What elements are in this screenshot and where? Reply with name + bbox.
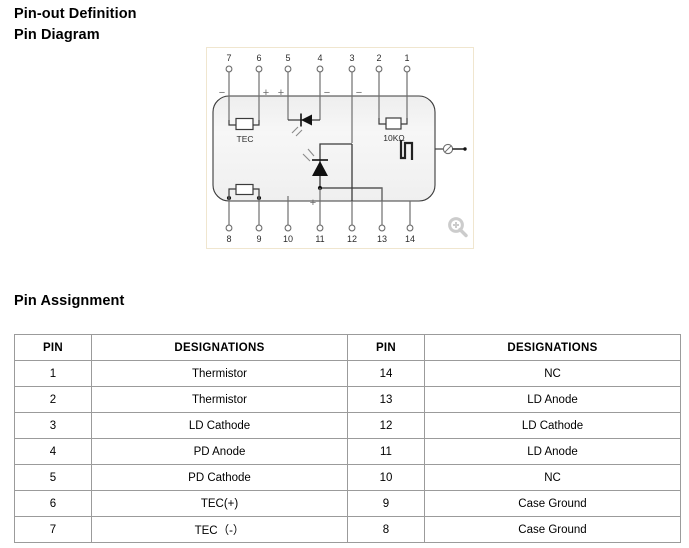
page-title-pinout-definition: Pin-out Definition <box>14 6 137 22</box>
cell-desg-right: NC <box>424 464 681 491</box>
case-ground-strap <box>226 183 262 201</box>
polarity-pin-6: + <box>263 87 269 99</box>
top-pin-dots <box>225 65 411 73</box>
col-header-pin-left: PIN <box>14 334 92 361</box>
col-header-desg-right: DESIGNATIONS <box>424 334 681 361</box>
pin-diagram-panel[interactable]: 7 6 5 4 3 2 1 − + + − − TEC <box>206 47 474 249</box>
table-row: 7 TEC（-） 8 Case Ground <box>14 516 681 543</box>
pin-number-13: 13 <box>377 234 387 244</box>
cell-pin-left: 1 <box>14 360 92 387</box>
pin-number-8: 8 <box>226 234 231 244</box>
pin-number-14: 14 <box>405 234 415 244</box>
cell-desg-left: TEC（-） <box>91 516 348 543</box>
cell-pin-left: 3 <box>14 412 92 439</box>
cell-desg-right: LD Anode <box>424 438 681 465</box>
bottom-pin-numbers: 8 9 10 11 12 13 14 <box>226 234 415 244</box>
top-pin-leads <box>228 70 408 143</box>
tec-label: TEC <box>237 134 254 144</box>
polarity-pin-11: + <box>310 197 316 209</box>
table-row: 6 TEC(+) 9 Case Ground <box>14 490 681 517</box>
polarity-pin-3: − <box>356 87 362 99</box>
pin-number-7: 7 <box>226 53 231 63</box>
pin-number-4: 4 <box>317 53 322 63</box>
thermistor-resistor-symbol <box>378 117 408 130</box>
cell-desg-left: Thermistor <box>91 386 348 413</box>
pin-number-9: 9 <box>256 234 261 244</box>
cell-desg-left: LD Cathode <box>91 412 348 439</box>
table-row: 5 PD Cathode 10 NC <box>14 464 681 491</box>
cell-desg-right: LD Anode <box>424 386 681 413</box>
cell-desg-left: PD Anode <box>91 438 348 465</box>
pin-number-5: 5 <box>285 53 290 63</box>
pin-assignment-table: PIN DESIGNATIONS PIN DESIGNATIONS 1 Ther… <box>14 334 681 543</box>
pin-number-1: 1 <box>404 53 409 63</box>
cell-pin-right: 11 <box>347 438 425 465</box>
cell-pin-right: 10 <box>347 464 425 491</box>
cell-pin-left: 7 <box>14 516 92 543</box>
table-row: 2 Thermistor 13 LD Anode <box>14 386 681 413</box>
table-header-row: PIN DESIGNATIONS PIN DESIGNATIONS <box>14 334 681 361</box>
cell-desg-right: Case Ground <box>424 516 681 543</box>
photodiode-light-arrows <box>291 126 303 137</box>
polarity-pin-5: + <box>278 87 284 99</box>
cell-pin-left: 5 <box>14 464 92 491</box>
laser-diode-light-arrows <box>302 148 315 162</box>
cell-desg-right: NC <box>424 360 681 387</box>
pin-number-12: 12 <box>347 234 357 244</box>
cell-pin-right: 8 <box>347 516 425 543</box>
cell-desg-left: TEC(+) <box>91 490 348 517</box>
cell-pin-left: 6 <box>14 490 92 517</box>
zoom-in-icon[interactable] <box>448 217 468 238</box>
cell-pin-left: 4 <box>14 438 92 465</box>
isolator-symbol <box>399 140 414 160</box>
cell-pin-right: 9 <box>347 490 425 517</box>
polarity-pin-7: − <box>219 87 225 99</box>
tec-resistor-symbol <box>228 117 260 131</box>
cell-pin-right: 13 <box>347 386 425 413</box>
cell-desg-right: LD Cathode <box>424 412 681 439</box>
cell-desg-left: Thermistor <box>91 360 348 387</box>
table-row: 1 Thermistor 14 NC <box>14 360 681 387</box>
cell-pin-left: 2 <box>14 386 92 413</box>
polarity-pin-4: − <box>324 87 330 99</box>
bottom-pin-leads <box>228 188 411 226</box>
polarity-marks-top: − + + − − <box>219 87 362 99</box>
cell-desg-left: PD Cathode <box>91 464 348 491</box>
pin-number-3: 3 <box>349 53 354 63</box>
cell-desg-right: Case Ground <box>424 490 681 517</box>
section-title-pin-assignment: Pin Assignment <box>14 293 125 309</box>
table-row: 4 PD Anode 11 LD Anode <box>14 438 681 465</box>
cell-pin-right: 14 <box>347 360 425 387</box>
section-title-pin-diagram: Pin Diagram <box>14 27 100 43</box>
photodiode-symbol <box>288 113 320 137</box>
pin-diagram-graphic: 7 6 5 4 3 2 1 − + + − − TEC <box>212 53 468 244</box>
laser-diode-symbol <box>302 148 328 191</box>
pin-number-6: 6 <box>256 53 261 63</box>
top-pin-numbers: 7 6 5 4 3 2 1 <box>226 53 409 63</box>
col-header-pin-right: PIN <box>347 334 425 361</box>
table-row: 3 LD Cathode 12 LD Cathode <box>14 412 681 439</box>
pin-number-2: 2 <box>376 53 381 63</box>
bottom-pin-dots <box>225 224 414 232</box>
pin-number-11: 11 <box>315 234 324 244</box>
thermistor-value-label: 10KΩ <box>383 133 404 143</box>
cell-pin-right: 12 <box>347 412 425 439</box>
col-header-desg-left: DESIGNATIONS <box>91 334 348 361</box>
fiber-output-symbol <box>435 143 467 155</box>
pin-number-10: 10 <box>283 234 293 244</box>
